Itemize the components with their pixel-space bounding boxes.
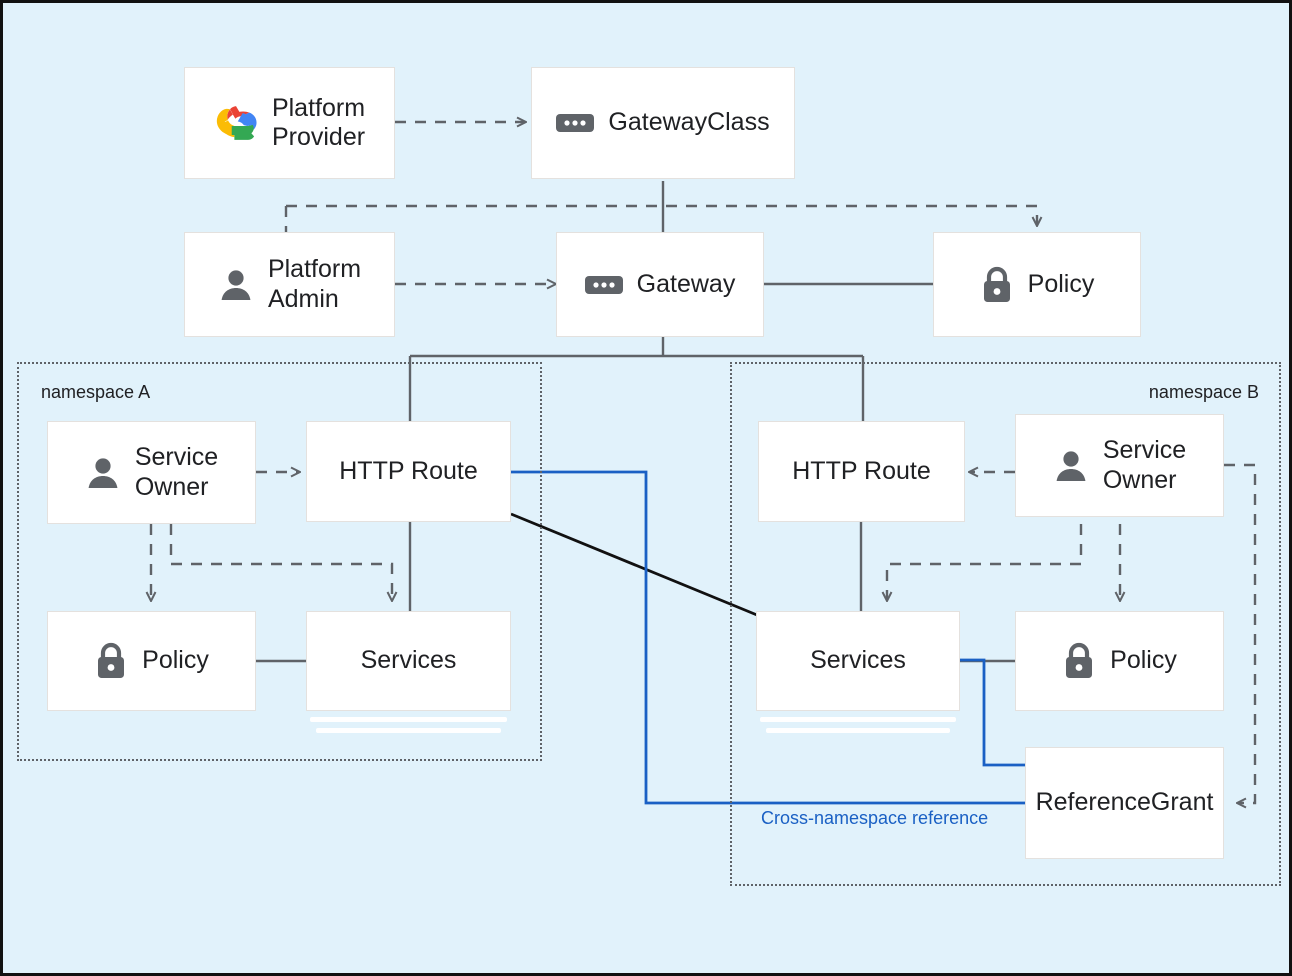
edge-route-a-services-b-diagonal xyxy=(510,512,758,617)
chip-icon xyxy=(584,273,623,297)
lock-icon xyxy=(980,266,1014,304)
node-label: Gateway xyxy=(636,269,736,298)
node-label: HTTP Route xyxy=(792,456,931,485)
node-policy-a[interactable]: Policy xyxy=(47,611,256,711)
node-gateway[interactable]: Gateway xyxy=(556,232,764,337)
services-b-stack-decoration xyxy=(756,711,960,733)
node-platform-admin[interactable]: Platform Admin xyxy=(184,232,395,337)
node-http-route-a[interactable]: HTTP Route xyxy=(306,421,511,522)
node-label: Policy xyxy=(1027,269,1095,298)
services-a-stack-decoration xyxy=(306,711,511,733)
google-cloud-icon xyxy=(214,103,258,143)
node-service-owner-a[interactable]: Service Owner xyxy=(47,421,256,524)
node-services-a[interactable]: Services xyxy=(306,611,511,711)
node-label: Services xyxy=(360,646,457,675)
person-icon xyxy=(85,455,121,491)
node-services-b[interactable]: Services xyxy=(756,611,960,711)
node-label: Platform Admin xyxy=(267,255,362,313)
namespace-b-label: namespace B xyxy=(1148,382,1259,402)
node-label: GatewayClass xyxy=(608,108,770,137)
namespace-a-label: namespace A xyxy=(41,382,151,402)
cross-namespace-reference-label: Cross-namespace reference xyxy=(761,808,989,828)
person-icon xyxy=(1053,448,1089,484)
chip-icon xyxy=(556,111,595,135)
node-platform-provider[interactable]: Platform Provider xyxy=(184,67,395,179)
node-policy-b[interactable]: Policy xyxy=(1015,611,1224,711)
node-service-owner-b[interactable]: Service Owner xyxy=(1015,414,1224,517)
node-http-route-b[interactable]: HTTP Route xyxy=(758,421,965,522)
node-reference-grant[interactable]: ReferenceGrant xyxy=(1025,747,1224,859)
node-label: Policy xyxy=(142,646,209,675)
node-label: Service Owner xyxy=(134,443,219,501)
person-icon xyxy=(218,267,254,303)
lock-icon xyxy=(94,642,128,680)
node-policy-top[interactable]: Policy xyxy=(933,232,1141,337)
node-label: ReferenceGrant xyxy=(1035,788,1214,817)
node-label: Service Owner xyxy=(1102,436,1187,494)
node-label: HTTP Route xyxy=(339,456,478,485)
lock-icon xyxy=(1062,642,1096,680)
node-label: Policy xyxy=(1110,646,1177,675)
node-gatewayclass[interactable]: GatewayClass xyxy=(531,67,795,179)
node-label: Platform Provider xyxy=(271,93,366,152)
edge-rail-gatewayclass-policy xyxy=(286,204,1037,225)
node-label: Services xyxy=(810,646,906,675)
